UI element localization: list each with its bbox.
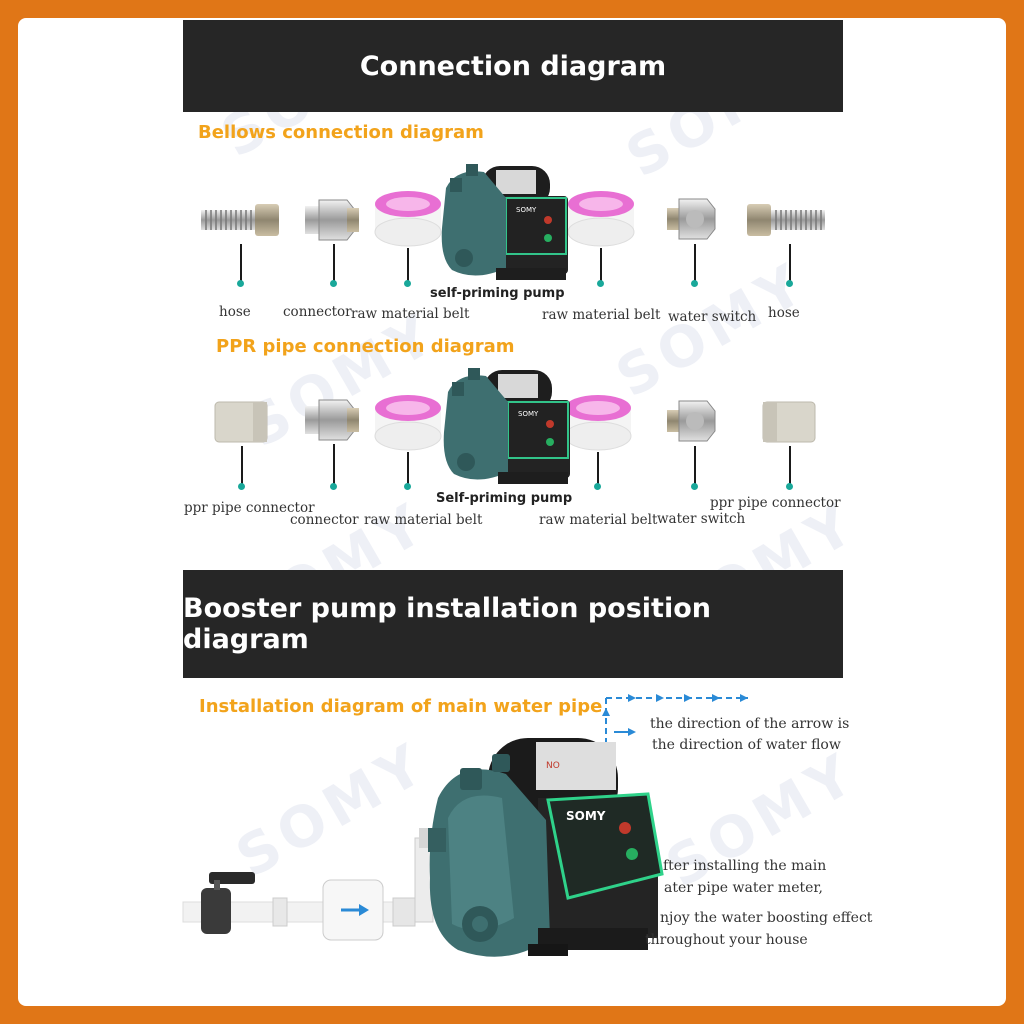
main-pipe-section-title: Installation diagram of main water pipe xyxy=(199,696,602,717)
bellows-section-title: Bellows connection diagram xyxy=(198,122,484,143)
raw-material-belt-icon xyxy=(373,190,443,248)
pump-label: Self-priming pump xyxy=(436,491,572,506)
svg-text:SOMY: SOMY xyxy=(566,809,606,823)
pointer-line xyxy=(694,244,696,284)
component-label: raw material belt xyxy=(364,512,482,528)
water-switch-icon xyxy=(665,194,721,244)
card: SOMY SOMY SOMY SOMY SOMY SOMY SOMY SOMY … xyxy=(18,18,1006,1006)
component-label: water switch xyxy=(668,309,756,325)
pointer-dot xyxy=(404,280,411,287)
svg-text:SOMY: SOMY xyxy=(518,410,539,418)
component-label: raw material belt xyxy=(539,512,657,528)
pointer-dot xyxy=(786,483,793,490)
install-note: njoy the water boosting effect xyxy=(660,910,872,926)
arrow-note: the direction of water flow xyxy=(652,737,841,753)
pointer-dot xyxy=(404,483,411,490)
arrow-note: the direction of the arrow is xyxy=(650,716,849,732)
raw-material-belt-icon xyxy=(566,190,636,248)
connector-icon xyxy=(303,196,361,244)
main-water-pipe-illustration xyxy=(183,818,443,948)
component-label: ppr pipe connector xyxy=(710,495,841,511)
booster-pump-image: NO SOMY xyxy=(418,728,668,978)
self-priming-pump-image: SOMY xyxy=(438,362,578,492)
pointer-line xyxy=(694,446,696,486)
pointer-dot xyxy=(330,483,337,490)
svg-text:NO: NO xyxy=(546,761,560,771)
pointer-line xyxy=(789,446,791,486)
install-note: fter installing the main xyxy=(663,858,826,874)
connection-diagram-header: Connection diagram xyxy=(183,20,843,112)
pointer-dot xyxy=(786,280,793,287)
install-note: ater pipe water meter, xyxy=(664,880,823,896)
install-note: throughout your house xyxy=(645,932,808,948)
pointer-line xyxy=(240,244,242,284)
component-label: hose xyxy=(768,305,800,321)
pointer-line xyxy=(407,452,409,486)
component-label: hose xyxy=(219,304,251,320)
pointer-dot xyxy=(238,483,245,490)
component-label: raw material belt xyxy=(351,306,469,322)
component-label: water switch xyxy=(657,511,745,527)
pointer-line xyxy=(597,452,599,486)
pointer-line xyxy=(407,248,409,284)
pointer-dot xyxy=(330,280,337,287)
pointer-dot xyxy=(597,280,604,287)
installation-position-header: Booster pump installation position diagr… xyxy=(183,570,843,678)
pointer-dot xyxy=(691,280,698,287)
ppr-pipe-connector-icon xyxy=(761,396,817,446)
svg-text:SOMY: SOMY xyxy=(516,206,537,214)
self-priming-pump-image: SOMY xyxy=(436,158,576,288)
component-label: connector xyxy=(290,512,359,528)
connector-icon xyxy=(303,396,361,444)
water-switch-icon xyxy=(665,396,721,446)
pointer-line xyxy=(600,248,602,284)
component-label: raw material belt xyxy=(542,307,660,323)
pointer-line xyxy=(333,444,335,486)
pointer-dot xyxy=(237,280,244,287)
pointer-dot xyxy=(594,483,601,490)
raw-material-belt-icon xyxy=(373,394,443,452)
watermark: SOMY xyxy=(656,740,869,900)
pointer-dot xyxy=(691,483,698,490)
pointer-line xyxy=(241,446,243,486)
watermark: SOMY xyxy=(606,250,819,410)
pointer-line xyxy=(333,244,335,284)
ppr-pipe-connector-icon xyxy=(213,396,269,446)
hose-icon xyxy=(201,200,281,240)
component-label: connector xyxy=(283,304,352,320)
ppr-section-title: PPR pipe connection diagram xyxy=(216,336,515,357)
pointer-line xyxy=(789,244,791,284)
hose-icon xyxy=(745,200,825,240)
pump-label: self-priming pump xyxy=(430,286,565,301)
